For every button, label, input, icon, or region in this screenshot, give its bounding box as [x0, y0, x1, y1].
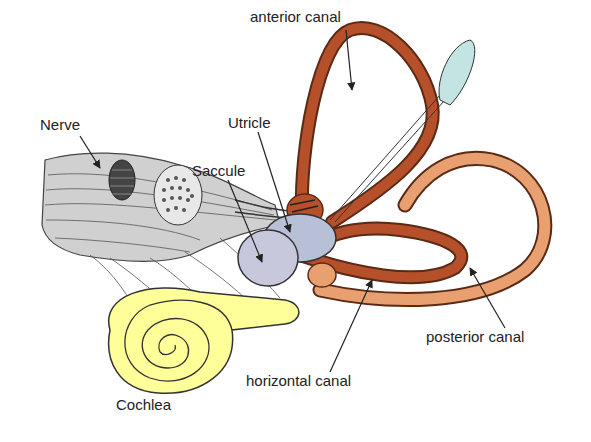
part-label: posterior canal	[426, 328, 524, 346]
semicircular-canals	[300, 28, 545, 300]
part-label: Nerve	[40, 116, 80, 134]
part-label: Cochlea	[116, 396, 171, 414]
leader-lines	[80, 30, 505, 372]
nerve-bundle	[42, 153, 300, 300]
part-label: anterior canal	[250, 8, 341, 26]
part-label: Saccule	[192, 162, 245, 180]
cupula	[330, 40, 475, 222]
part-label: Utricle	[228, 114, 271, 132]
part-label: horizontal canal	[246, 372, 351, 390]
